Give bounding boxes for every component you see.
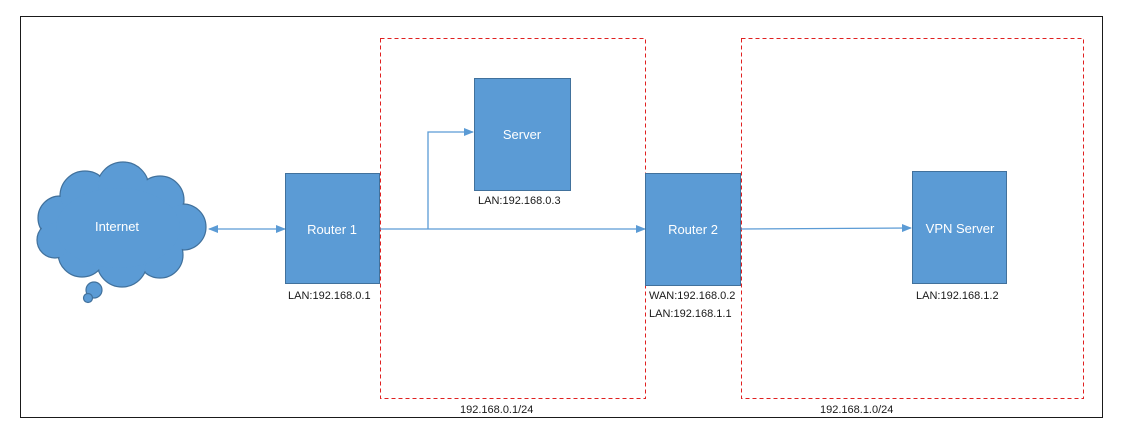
server: Server bbox=[474, 78, 571, 191]
subnet-1-label: 192.168.0.1/24 bbox=[460, 404, 533, 416]
router-1-label: Router 1 bbox=[307, 222, 357, 237]
diagram-frame bbox=[20, 16, 1103, 418]
link-router2-vpn-server bbox=[740, 224, 912, 233]
vpn-server-lan-address: LAN:192.168.1.2 bbox=[916, 290, 999, 302]
router-2: Router 2 bbox=[645, 173, 741, 286]
vpn-server-label: VPN Server bbox=[926, 221, 995, 236]
router-1: Router 1 bbox=[285, 173, 380, 284]
internet-label: Internet bbox=[95, 219, 139, 234]
subnet-2-label: 192.168.1.0/24 bbox=[820, 404, 893, 416]
vpn-server: VPN Server bbox=[912, 171, 1007, 284]
link-router1-server bbox=[427, 128, 474, 229]
router-2-lan-address: LAN:192.168.1.1 bbox=[649, 308, 732, 320]
cloud-bubble-small bbox=[82, 292, 94, 304]
internet-cloud: Internet bbox=[36, 161, 207, 304]
router-2-wan-address: WAN:192.168.0.2 bbox=[649, 290, 735, 302]
router-2-label: Router 2 bbox=[668, 222, 718, 237]
server-lan-address: LAN:192.168.0.3 bbox=[478, 195, 561, 207]
server-label: Server bbox=[503, 127, 542, 142]
router-1-lan-address: LAN:192.168.0.1 bbox=[288, 290, 371, 302]
subnet-zone-2 bbox=[741, 38, 1084, 399]
